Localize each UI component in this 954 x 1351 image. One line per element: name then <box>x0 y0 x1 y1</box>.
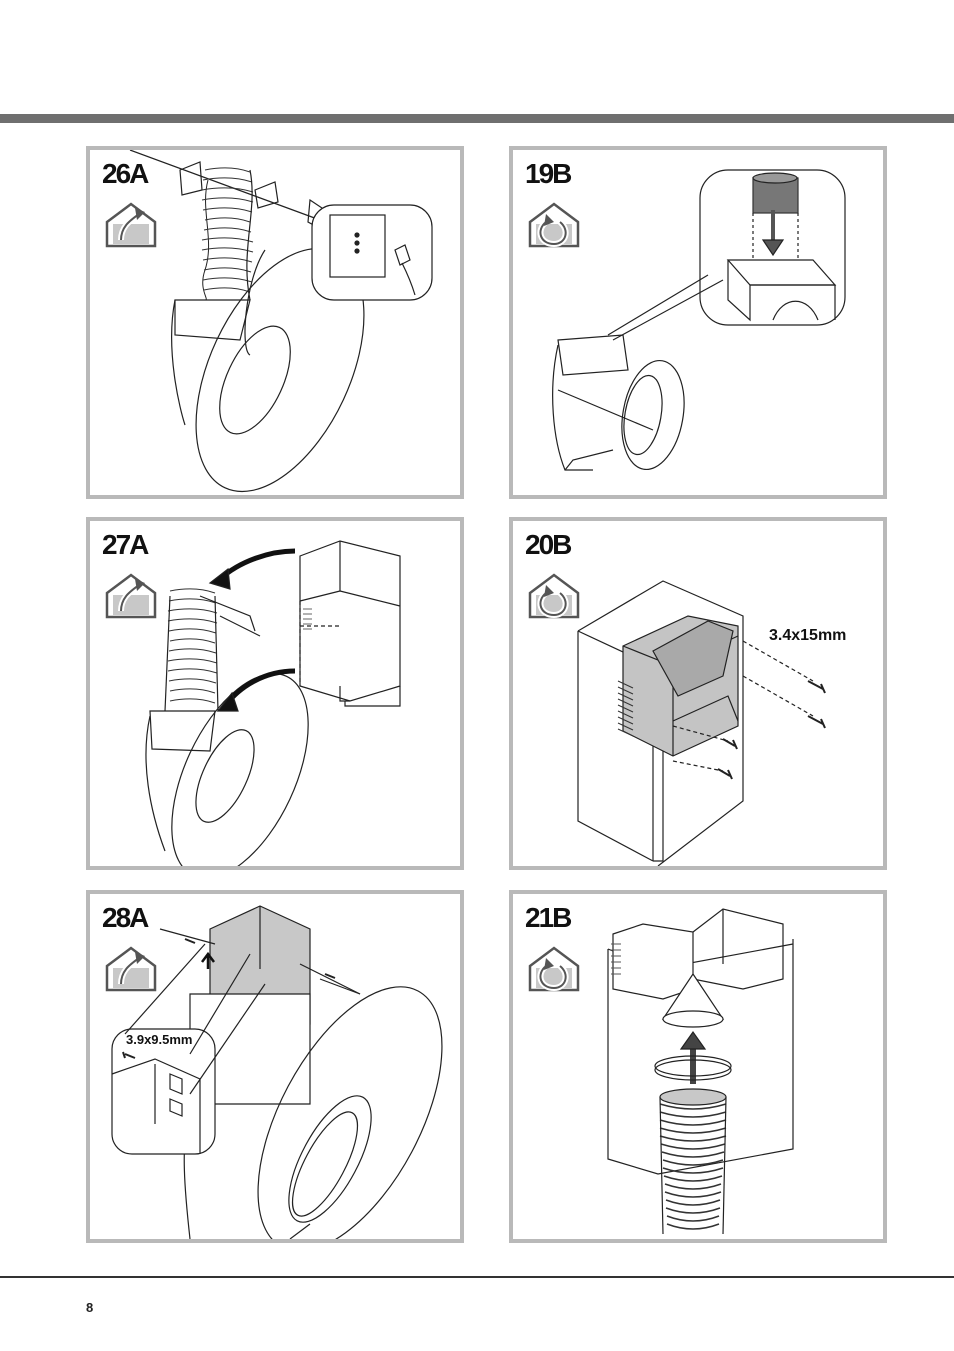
screw-size-label: 3.9x9.5mm <box>126 1032 193 1047</box>
step-panel-21b: 21B <box>509 890 887 1243</box>
step-panel-28a: 28A 3.9x9.5mm <box>86 890 464 1243</box>
recirculation-house-icon <box>526 944 582 994</box>
ducted-house-icon <box>103 944 159 994</box>
step-label: 26A <box>102 158 147 190</box>
step-label: 21B <box>525 902 570 934</box>
ducted-house-icon <box>103 571 159 621</box>
screw-size-label: 3.4x15mm <box>769 627 846 645</box>
recirculation-house-icon <box>526 200 582 250</box>
step-panel-27a: 27A <box>86 517 464 870</box>
step-label: 28A <box>102 902 147 934</box>
step-panel-19b: 19B <box>509 146 887 499</box>
page-number: 8 <box>86 1300 93 1315</box>
footer-rule <box>0 1276 954 1278</box>
step-label: 27A <box>102 529 147 561</box>
step-panel-20b: 20B 3.4x15mm <box>509 517 887 870</box>
step-label: 20B <box>525 529 570 561</box>
step-panel-26a: 26A <box>86 146 464 499</box>
ducted-house-icon <box>103 200 159 250</box>
recirculation-house-icon <box>526 571 582 621</box>
header-bar <box>0 114 954 123</box>
step-label: 19B <box>525 158 570 190</box>
